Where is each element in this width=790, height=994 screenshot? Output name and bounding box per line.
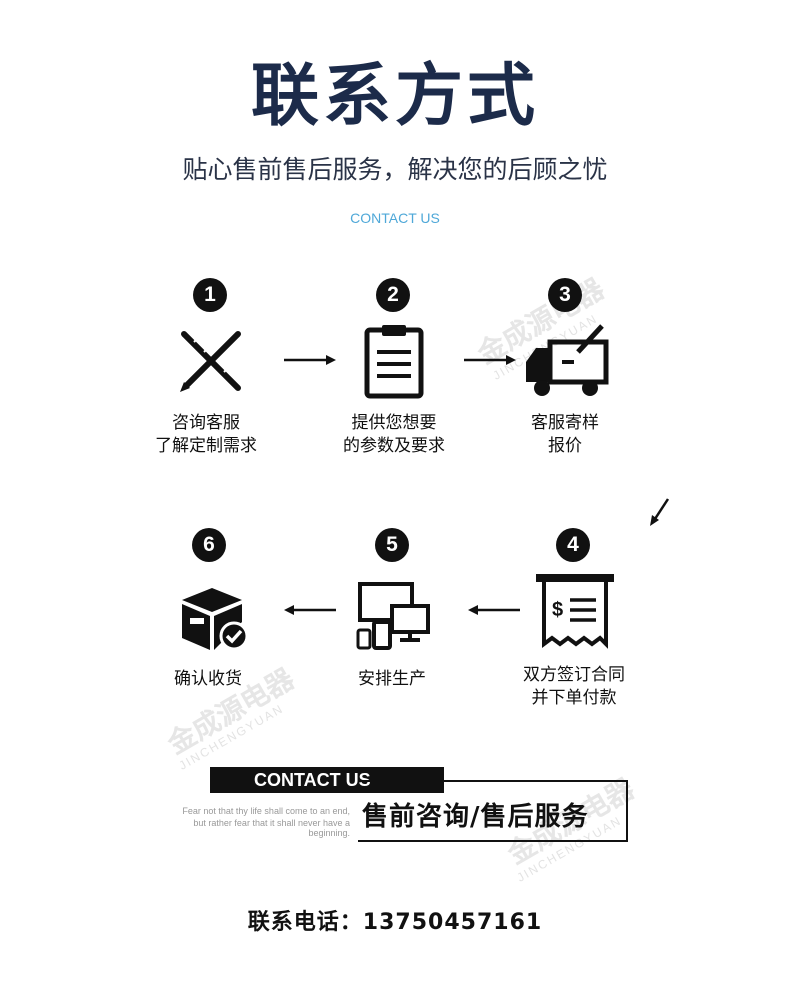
step-6-label: 确认收货: [118, 668, 298, 691]
contact-us-bar: CONTACT US: [210, 767, 444, 793]
step-3-line2: 报价: [548, 436, 582, 456]
step-3-line1: 客服寄样: [531, 413, 599, 433]
ruler-pencil-icon: [180, 331, 241, 392]
step-2-line1: 提供您想要: [351, 413, 437, 433]
quote-line-2: but rather fear that it shall never have…: [193, 818, 350, 838]
step-5-badge: 5: [375, 528, 409, 562]
truck-icon: [526, 324, 609, 396]
step-1-line1: 咨询客服: [172, 413, 240, 433]
clipboard-icon: [364, 325, 424, 399]
step-4-line1: 双方签订合同: [523, 665, 625, 685]
receipt-icon: $: [536, 574, 614, 649]
page-title: 联系方式: [250, 57, 539, 136]
devices-icon: [356, 582, 430, 650]
step-1-line2: 了解定制需求: [155, 436, 257, 456]
quote-line-1: Fear not that thy life shall come to an …: [182, 806, 350, 816]
step-2-line2: 的参数及要求: [343, 436, 445, 456]
step-3-badge: 3: [548, 278, 582, 312]
step-2-badge: 2: [376, 278, 410, 312]
step-6-line1: 确认收货: [174, 669, 242, 689]
page-subtitle: 贴心售前售后服务，解决您的后顾之忧: [182, 155, 608, 184]
step-2-label: 提供您想要 的参数及要求: [304, 412, 484, 458]
step-5-label: 安排生产: [302, 668, 482, 691]
step-1-badge: 1: [193, 278, 227, 312]
arrow-left-icon: [468, 605, 520, 615]
step-4-badge: 4: [556, 528, 590, 562]
step-4-line2: 并下单付款: [531, 688, 617, 708]
contact-us-caption: CONTACT US: [350, 210, 440, 226]
arrow-down-left-icon: [650, 498, 670, 526]
service-tag: 售前咨询/售后服务: [362, 802, 589, 832]
svg-text:$: $: [552, 599, 563, 621]
step-1-label: 咨询客服 了解定制需求: [116, 412, 296, 458]
step-6-badge: 6: [192, 528, 226, 562]
arrow-right-icon: [464, 355, 516, 365]
service-tag-frame: [358, 780, 628, 842]
arrow-left-icon: [284, 605, 336, 615]
contact-phone: 联系电话：13750457161: [247, 910, 543, 935]
box-check-icon: [182, 588, 249, 651]
step-4-label: 双方签订合同 并下单付款: [484, 664, 664, 710]
step-3-label: 客服寄样 报价: [475, 412, 655, 458]
arrow-right-icon: [284, 355, 336, 365]
step-5-line1: 安排生产: [358, 669, 426, 689]
